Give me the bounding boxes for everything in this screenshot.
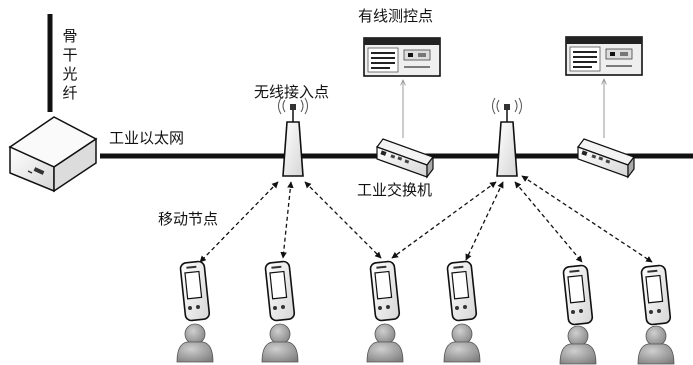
wireless-links — [199, 175, 653, 263]
industrial-switch-icon — [577, 138, 635, 178]
user-icon — [637, 325, 675, 365]
mobile-device-icon — [446, 260, 478, 322]
mobile-device-icon — [369, 260, 401, 322]
server-icon — [8, 116, 98, 193]
industrial-ethernet-label: 工业以太网 — [109, 129, 185, 147]
mobile-device-icon — [264, 260, 296, 322]
industrial-switch-icon — [376, 138, 434, 178]
wired-monitoring-point-label: 有线测控点 — [358, 7, 434, 25]
industrial-switch-label: 工业交换机 — [357, 181, 433, 199]
wireless-access-point-icon — [491, 97, 523, 177]
mobile-node-label: 移动节点 — [158, 210, 219, 228]
user-icon — [559, 325, 597, 365]
mobile-device-icon — [179, 260, 211, 322]
monitoring-terminal-icon — [363, 37, 441, 77]
user-icon — [176, 323, 214, 363]
wireless-access-point-label: 无线接入点 — [254, 83, 330, 101]
monitoring-terminal-icon — [565, 36, 643, 76]
backbone-fiber-label: 骨干光纤 — [62, 27, 78, 102]
mobile-device-icon — [640, 264, 672, 326]
user-icon — [261, 323, 299, 363]
mobile-device-icon — [562, 264, 594, 326]
user-icon — [443, 323, 481, 363]
wireless-access-point-icon — [277, 97, 309, 177]
user-icon — [366, 323, 404, 363]
